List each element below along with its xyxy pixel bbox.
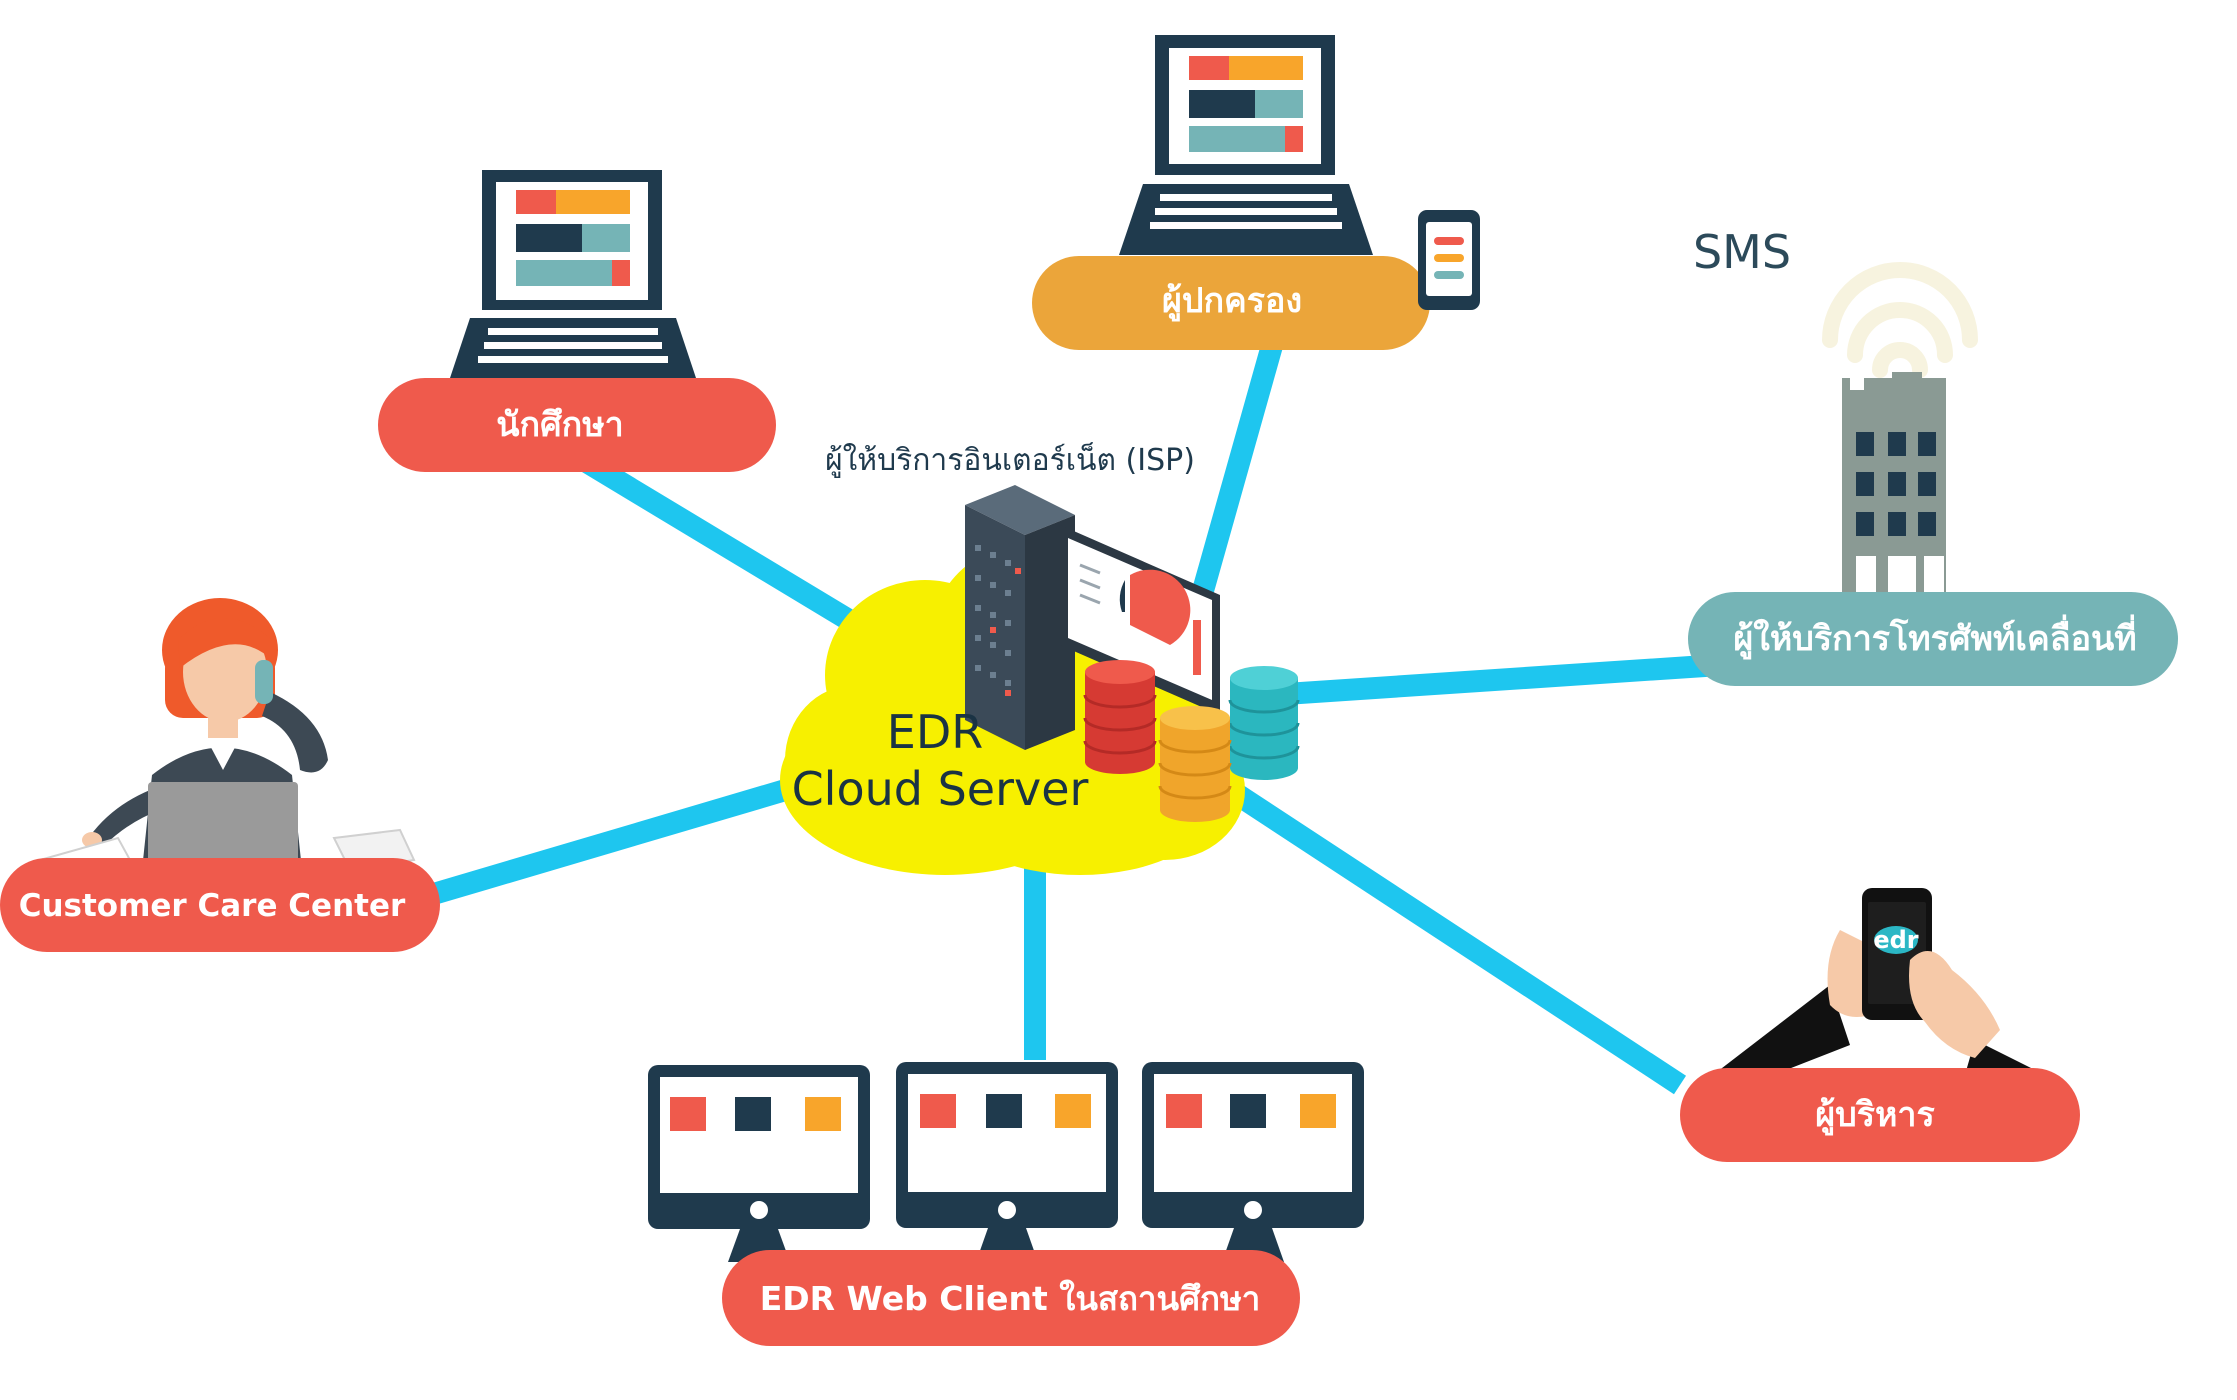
students-pill[interactable] bbox=[378, 378, 776, 472]
students-node: นักศึกษา bbox=[378, 170, 776, 472]
web-client-node: EDR Web Client ในสถานศึกษา bbox=[648, 1062, 1364, 1346]
connector-executives bbox=[1193, 760, 1687, 1095]
database-orange-icon bbox=[1158, 706, 1232, 822]
parents-node: ผู้ปกครอง bbox=[1032, 35, 1480, 350]
customer-care-node: Customer Care Center bbox=[0, 598, 440, 952]
wifi-signal-icon bbox=[1822, 262, 1978, 378]
sms-label: SMS bbox=[1693, 225, 1791, 279]
web-client-monitor-icon-1 bbox=[648, 1065, 870, 1262]
web-client-label: EDR Web Client ในสถานศึกษา bbox=[760, 1279, 1261, 1318]
connector-mobile-operator bbox=[1269, 654, 1721, 706]
mobile-operator-label: ผู้ให้บริการโทรศัพท์เคลื่อนที่ bbox=[1733, 614, 2136, 660]
isp-label: ผู้ให้บริการอินเตอร์เน็ต (ISP) bbox=[825, 441, 1195, 478]
office-building-icon bbox=[1842, 372, 1946, 600]
customer-care-pill[interactable] bbox=[0, 858, 440, 952]
center-title-line1: EDR bbox=[887, 705, 983, 759]
mobile-operator-node: SMS ผู้ให้บริการโทรศัพท์เคลื่อนที่ bbox=[1688, 225, 2178, 686]
dashboard-board-icon bbox=[1060, 525, 1220, 715]
customer-care-label: Customer Care Center bbox=[19, 888, 406, 924]
executives-label: ผู้บริหาร bbox=[1815, 1095, 1935, 1136]
executives-node: edr ผู้บริหาร bbox=[1680, 888, 2080, 1162]
parents-phone-icon bbox=[1418, 210, 1480, 310]
parents-label: ผู้ปกครอง bbox=[1162, 281, 1302, 322]
customer-care-agent-icon bbox=[38, 598, 416, 882]
students-laptop-icon bbox=[446, 170, 700, 390]
phone-logo-text: edr bbox=[1873, 926, 1918, 954]
database-red-icon bbox=[1083, 660, 1157, 774]
center-title-line2: Cloud Server bbox=[792, 762, 1089, 816]
database-teal-icon bbox=[1228, 666, 1300, 780]
parents-pill[interactable] bbox=[1032, 256, 1430, 350]
web-client-monitor-icon-2 bbox=[896, 1062, 1118, 1262]
web-client-pill[interactable] bbox=[722, 1250, 1300, 1346]
executives-pill[interactable] bbox=[1680, 1068, 2080, 1162]
web-client-monitor-icon-3 bbox=[1142, 1062, 1364, 1262]
students-label: นักศึกษา bbox=[496, 405, 624, 445]
executives-hand-phone-icon: edr bbox=[1700, 888, 2050, 1092]
parents-laptop-icon bbox=[1119, 35, 1373, 255]
mobile-operator-pill[interactable] bbox=[1688, 592, 2178, 686]
